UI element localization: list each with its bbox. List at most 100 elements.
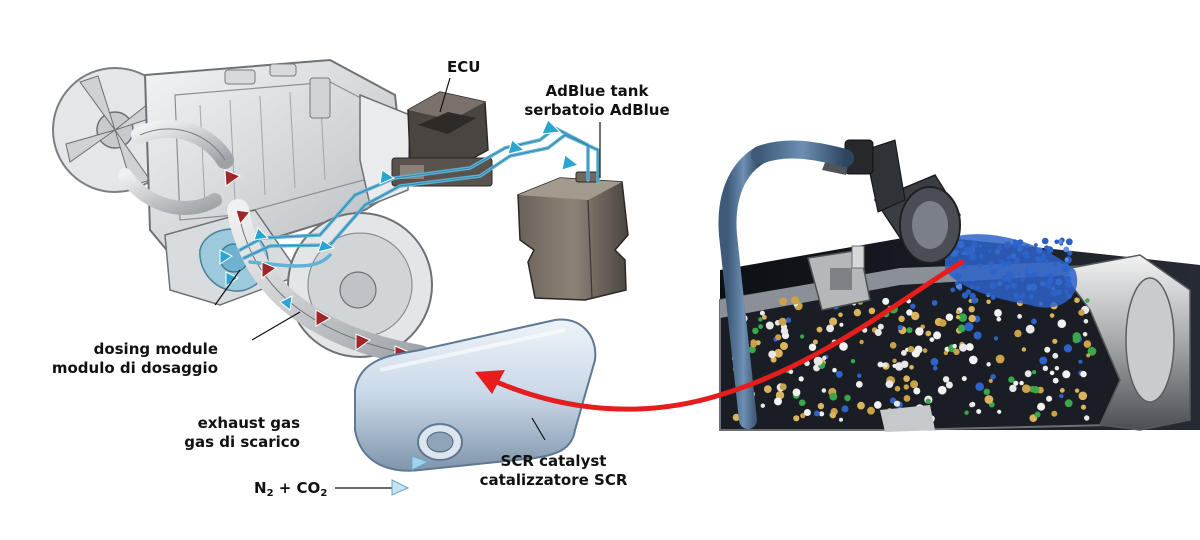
molecule	[1080, 370, 1087, 378]
molecule	[1041, 237, 1049, 245]
molecule	[1078, 391, 1088, 401]
molecule	[877, 323, 884, 330]
molecule	[933, 331, 942, 340]
molecule	[1008, 376, 1015, 383]
molecule	[988, 378, 993, 383]
molecule	[973, 331, 982, 340]
co2-subscript: 2	[320, 488, 328, 499]
photo-cutaway	[718, 139, 1200, 432]
molecule	[1032, 370, 1037, 375]
molecule	[910, 303, 916, 309]
molecule	[993, 336, 999, 341]
molecule	[1052, 352, 1059, 359]
molecule	[1046, 395, 1053, 402]
molecule	[760, 403, 765, 408]
molecule	[1074, 297, 1080, 304]
dosing-module-label-en: dosing module	[93, 340, 218, 358]
adblue-tank	[517, 171, 629, 301]
molecule	[910, 380, 919, 389]
molecule	[969, 355, 978, 365]
molecule	[1052, 377, 1059, 384]
molecule	[1017, 314, 1022, 319]
molecule	[894, 385, 901, 392]
molecule	[975, 382, 984, 392]
molecule	[1086, 353, 1091, 358]
molecule	[850, 359, 856, 364]
molecule	[1067, 250, 1073, 256]
molecule	[1034, 243, 1038, 247]
molecule	[822, 355, 827, 361]
molecule	[853, 308, 862, 317]
molecule	[945, 313, 954, 321]
molecule	[909, 365, 914, 370]
label-dosing-module: dosing module modulo di dosaggio	[38, 340, 218, 378]
molecule	[1039, 356, 1048, 365]
molecule	[792, 388, 801, 397]
molecule	[1083, 319, 1089, 324]
molecule	[958, 313, 967, 322]
molecule	[780, 342, 788, 350]
molecule	[1009, 384, 1017, 393]
molecule	[955, 309, 961, 315]
label-n2-co2: N2 + CO2	[254, 479, 328, 499]
molecule	[774, 397, 782, 406]
molecule	[1054, 239, 1059, 245]
molecule	[1044, 346, 1051, 353]
molecule	[961, 376, 967, 382]
n2-co2-arrow	[391, 479, 410, 496]
molecule	[768, 350, 777, 359]
molecule	[968, 314, 976, 323]
molecule	[994, 309, 1002, 317]
molecule	[1080, 404, 1087, 410]
molecule	[984, 395, 994, 404]
molecule	[859, 339, 864, 345]
co2-text: + CO	[273, 479, 321, 497]
molecule	[889, 342, 897, 349]
molecule	[765, 321, 774, 330]
molecule	[1021, 347, 1027, 352]
molecule	[1057, 239, 1063, 245]
scr-catalyst-label-en: SCR catalyst	[500, 452, 607, 470]
molecule	[829, 412, 837, 419]
molecule	[803, 409, 811, 416]
molecule	[885, 380, 894, 388]
molecule	[785, 317, 792, 323]
molecule	[763, 385, 772, 393]
molecule	[758, 324, 763, 329]
molecule	[732, 413, 740, 421]
molecule	[1049, 313, 1055, 318]
adblue-tank-label-it: serbatoio AdBlue	[524, 101, 670, 119]
molecule	[1082, 332, 1088, 337]
molecule	[1084, 415, 1090, 421]
molecule	[907, 346, 915, 353]
molecule	[1037, 402, 1046, 411]
molecule	[996, 316, 1002, 322]
molecule	[779, 383, 787, 391]
molecule	[826, 324, 834, 333]
molecule	[839, 417, 843, 422]
molecule	[953, 348, 960, 355]
molecule	[779, 297, 787, 306]
molecule	[901, 360, 909, 368]
molecule	[1074, 388, 1080, 393]
molecule	[997, 409, 1002, 414]
dosing-module-label-it: modulo di dosaggio	[51, 359, 218, 377]
molecule	[839, 322, 844, 327]
molecule	[844, 394, 851, 402]
molecule	[893, 400, 901, 407]
molecule	[925, 330, 932, 337]
molecule	[943, 350, 949, 356]
molecule	[922, 348, 928, 353]
molecule	[775, 334, 782, 341]
molecule	[1046, 246, 1054, 254]
molecule	[929, 337, 935, 342]
molecule	[1065, 238, 1073, 246]
molecule	[892, 358, 897, 363]
molecule	[1059, 393, 1064, 399]
label-ecu: ECU	[447, 58, 480, 77]
molecule	[877, 361, 884, 368]
label-exhaust-gas: exhaust gas gas di scarico	[150, 414, 300, 452]
molecule	[990, 374, 996, 380]
